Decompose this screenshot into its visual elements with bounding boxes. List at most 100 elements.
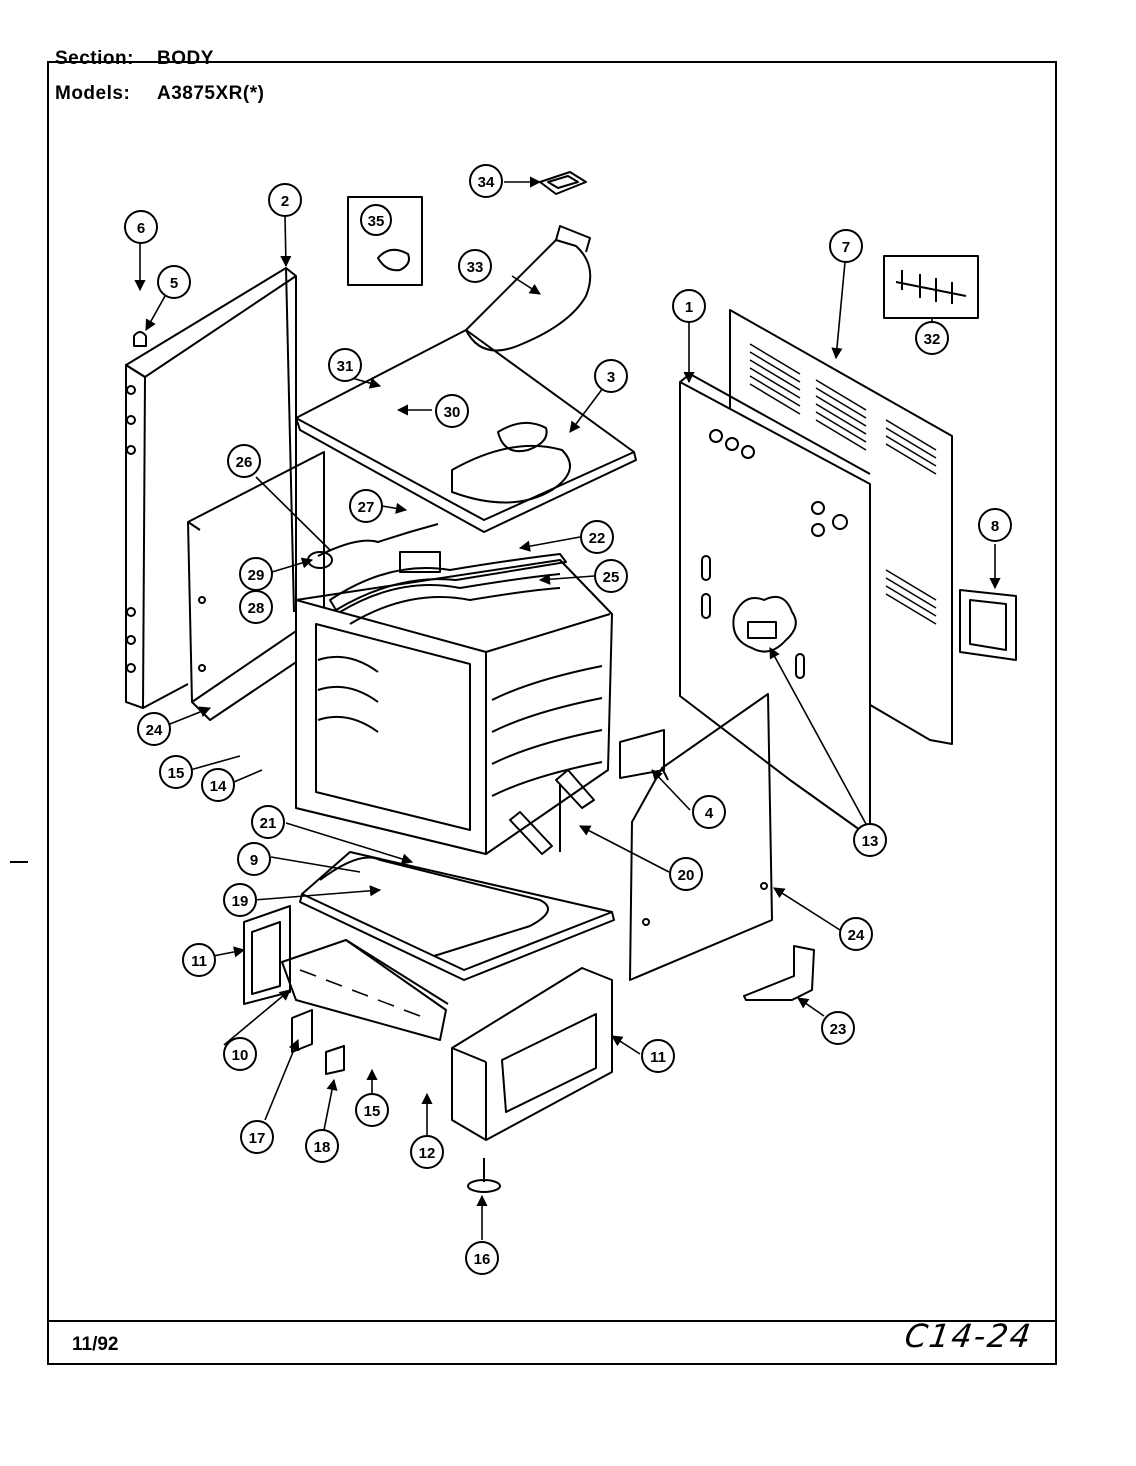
svg-text:7: 7 [842, 239, 850, 256]
svg-text:6: 6 [137, 220, 145, 237]
callout-26: 26 [227, 444, 261, 478]
callout-10: 10 [223, 1037, 257, 1071]
rear-control-panel [679, 373, 871, 837]
footer-page-code: C14-24 [902, 1317, 1035, 1355]
svg-text:22: 22 [589, 530, 606, 547]
callout-4: 4 [692, 795, 726, 829]
svg-text:30: 30 [444, 404, 461, 421]
callout-6: 6 [124, 210, 158, 244]
hinge-bracket [619, 729, 665, 779]
callout-34: 34 [469, 164, 503, 198]
toe-kick-panel [281, 939, 449, 1041]
inset-box-35 [347, 196, 423, 286]
side-trim-frame [125, 267, 297, 709]
clip-part [133, 331, 147, 347]
svg-text:16: 16 [474, 1251, 491, 1268]
svg-text:5: 5 [170, 275, 178, 292]
vent-duct [465, 239, 592, 352]
side-bracket [959, 589, 1017, 661]
oven-bottom [299, 851, 615, 981]
right-corner-bracket [451, 967, 613, 1141]
svg-text:20: 20 [678, 867, 695, 884]
vent-duct-top [555, 225, 591, 253]
svg-text:1: 1 [685, 299, 693, 316]
callout-24-right: 24 [839, 917, 873, 951]
top-bracket [539, 171, 587, 195]
callout-17: 17 [240, 1120, 274, 1154]
svg-text:28: 28 [248, 600, 265, 617]
page-frame [47, 61, 1057, 1365]
top-panel [295, 329, 637, 533]
svg-text:13: 13 [862, 833, 879, 850]
callout-18: 18 [305, 1129, 339, 1163]
callout-15-left: 15 [159, 755, 193, 789]
callout-25: 25 [594, 559, 628, 593]
callout-33: 33 [458, 249, 492, 283]
callout-23: 23 [821, 1011, 855, 1045]
callout-29: 29 [239, 557, 273, 591]
svg-text:2: 2 [281, 193, 289, 210]
svg-text:32: 32 [924, 331, 941, 348]
footer-date: 11/92 [72, 1334, 119, 1355]
section-value: BODY [157, 48, 214, 69]
callout-2: 2 [268, 183, 302, 217]
svg-text:15: 15 [364, 1103, 381, 1120]
svg-text:11: 11 [650, 1049, 666, 1066]
svg-text:19: 19 [232, 893, 249, 910]
svg-text:4: 4 [705, 805, 714, 822]
svg-text:11: 11 [191, 953, 207, 970]
callout-7: 7 [829, 229, 863, 263]
svg-text:33: 33 [467, 259, 484, 276]
callout-8: 8 [978, 508, 1012, 542]
svg-text:10: 10 [232, 1047, 249, 1064]
svg-text:24: 24 [848, 927, 865, 944]
callout-28: 28 [239, 590, 273, 624]
svg-text:26: 26 [236, 454, 253, 471]
callout-1: 1 [672, 289, 706, 323]
callout-13: 13 [853, 823, 887, 857]
anti-tip-bracket [743, 945, 815, 1001]
callout-21: 21 [251, 805, 285, 839]
svg-text:34: 34 [478, 174, 495, 191]
thermostat-tube [317, 523, 439, 557]
leveling-leg [467, 1158, 501, 1193]
broil-element [329, 551, 567, 625]
callout-11-right: 11 [641, 1039, 675, 1073]
svg-text:24: 24 [146, 722, 163, 739]
callout-24-left: 24 [137, 712, 171, 746]
svg-text:29: 29 [248, 567, 265, 584]
svg-text:3: 3 [607, 369, 615, 386]
svg-text:35: 35 [368, 213, 385, 230]
callout-16: 16 [465, 1241, 499, 1275]
svg-text:14: 14 [210, 778, 227, 795]
svg-text:23: 23 [830, 1021, 847, 1038]
callout-27: 27 [349, 489, 383, 523]
callout-22: 22 [580, 520, 614, 554]
callout-20: 20 [669, 857, 703, 891]
oven-cavity [295, 559, 613, 855]
callout-15-bottom: 15 [355, 1093, 389, 1127]
callout-labels: 1 2 3 4 5 6 7 8 9 10 11 11 12 13 14 15 1… [124, 164, 1012, 1275]
inset-box-32 [883, 255, 979, 319]
callout-35: 35 [360, 204, 392, 236]
callout-5: 5 [157, 265, 191, 299]
svg-text:27: 27 [358, 499, 375, 516]
callout-9: 9 [237, 842, 271, 876]
models-value: A3875XR(*) [157, 83, 265, 104]
clip-18 [325, 1045, 345, 1075]
models-label: Models: [55, 83, 131, 104]
callout-31: 31 [328, 348, 362, 382]
svg-text:18: 18 [314, 1139, 331, 1156]
svg-text:15: 15 [168, 765, 185, 782]
callout-30: 30 [435, 394, 469, 428]
svg-text:21: 21 [260, 815, 277, 832]
section-label: Section: [55, 48, 134, 69]
callout-14: 14 [201, 768, 235, 802]
top-bracket-inner [547, 175, 579, 189]
callout-19: 19 [223, 883, 257, 917]
door-hinge [509, 769, 595, 855]
svg-text:17: 17 [249, 1130, 266, 1147]
callout-12: 12 [410, 1135, 444, 1169]
callout-32: 32 [915, 321, 949, 355]
